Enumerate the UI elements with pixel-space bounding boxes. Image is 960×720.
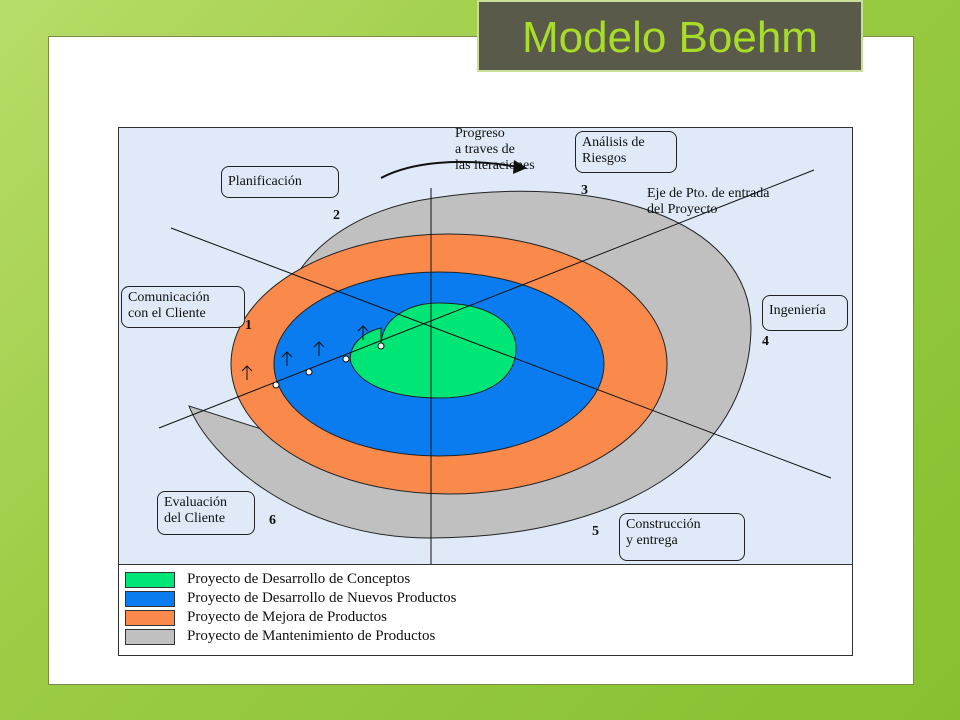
axis-diagonal-desc — [170, 227, 832, 479]
progress-arrow-head — [513, 160, 527, 174]
quadrant-number-4: 4 — [762, 334, 769, 349]
progress-arrow — [380, 160, 525, 179]
callout-analisis-riesgos: Análisis de Riesgos — [575, 131, 677, 173]
quadrant-number-3: 3 — [581, 183, 588, 198]
legend-item-concepts: Proyecto de Desarrollo de Conceptos — [125, 571, 825, 588]
callout-construccion: Construcción y entrega — [619, 513, 745, 561]
legend-label: Proyecto de Mejora de Productos — [187, 609, 387, 625]
callout-ingenieria: Ingeniería — [762, 295, 848, 331]
callout-planificacion: Planificación — [221, 166, 339, 198]
quadrant-number-5: 5 — [592, 524, 599, 539]
legend: Proyecto de Desarrollo de Conceptos Proy… — [118, 564, 853, 656]
legend-swatch — [125, 610, 175, 626]
entry-point-4 — [272, 381, 280, 389]
arrow-mark-3 — [281, 351, 293, 366]
title-box: Modelo Boehm — [477, 0, 863, 72]
legend-swatch — [125, 591, 175, 607]
quadrant-number-2: 2 — [333, 208, 340, 223]
entry-point-2 — [342, 355, 350, 363]
spiral-svg — [158, 160, 832, 565]
legend-label: Proyecto de Mantenimiento de Productos — [187, 628, 436, 644]
legend-item-maintenance: Proyecto de Mantenimiento de Productos — [125, 628, 825, 645]
callout-comunicacion: Comunicación con el Cliente — [121, 286, 245, 328]
legend-label: Proyecto de Desarrollo de Conceptos — [187, 571, 411, 587]
legend-label: Proyecto de Desarrollo de Nuevos Product… — [187, 590, 457, 606]
quadrant-number-6: 6 — [269, 513, 276, 528]
legend-item-new-products: Proyecto de Desarrollo de Nuevos Product… — [125, 590, 825, 607]
slide-title: Modelo Boehm — [522, 13, 818, 62]
axis-diagonal-entry — [158, 169, 815, 429]
entry-point-3 — [305, 368, 313, 376]
progress-label: Progreso a traves de las iteraciones — [455, 126, 535, 173]
quadrant-number-1: 1 — [245, 318, 252, 333]
legend-swatch — [125, 629, 175, 645]
legend-swatch — [125, 572, 175, 588]
callout-evaluacion: Evaluación del Cliente — [157, 491, 255, 535]
arrow-mark-2 — [313, 341, 325, 356]
spiral-diagram: Progreso a traves de las iteraciones Eje… — [118, 126, 853, 566]
axis-entry-label: Eje de Pto. de entrada del Proyecto — [647, 186, 770, 217]
entry-point-1 — [377, 342, 385, 350]
legend-item-improvement: Proyecto de Mejora de Productos — [125, 609, 825, 626]
band-concepts — [349, 302, 517, 399]
arrow-mark-4 — [241, 365, 253, 380]
arrow-mark-1 — [357, 325, 369, 340]
